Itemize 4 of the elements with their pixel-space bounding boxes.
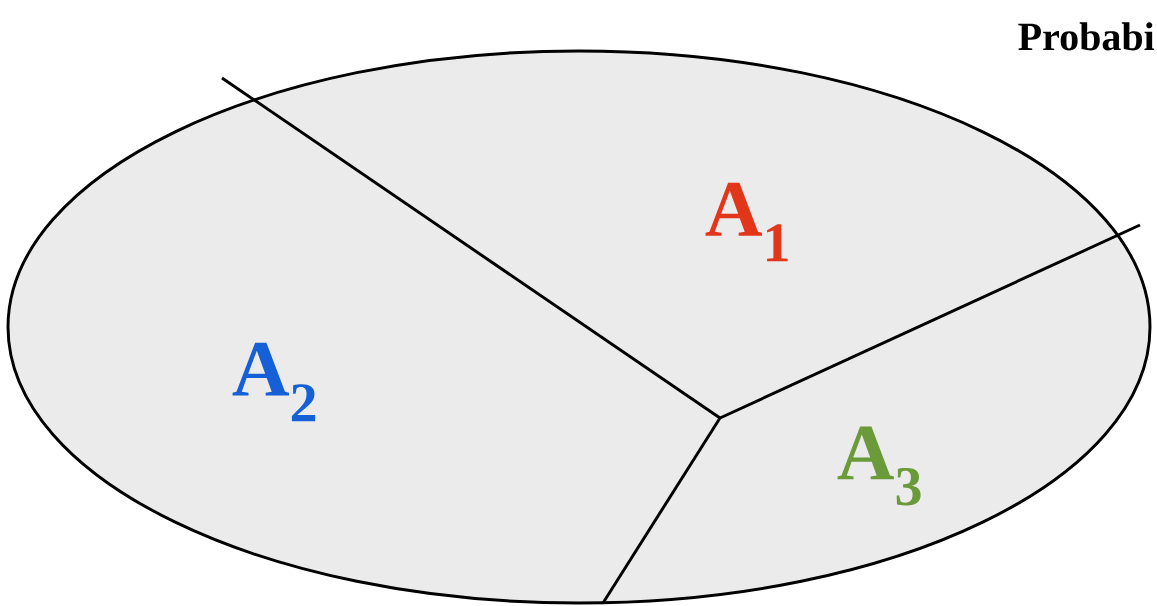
region-label: A$_{3}$ — [837, 426, 921, 506]
region-label: A$_{2}$ — [232, 342, 316, 422]
title: Probabi — [1018, 22, 1155, 51]
region-label: A$_{1}$ — [705, 182, 788, 262]
